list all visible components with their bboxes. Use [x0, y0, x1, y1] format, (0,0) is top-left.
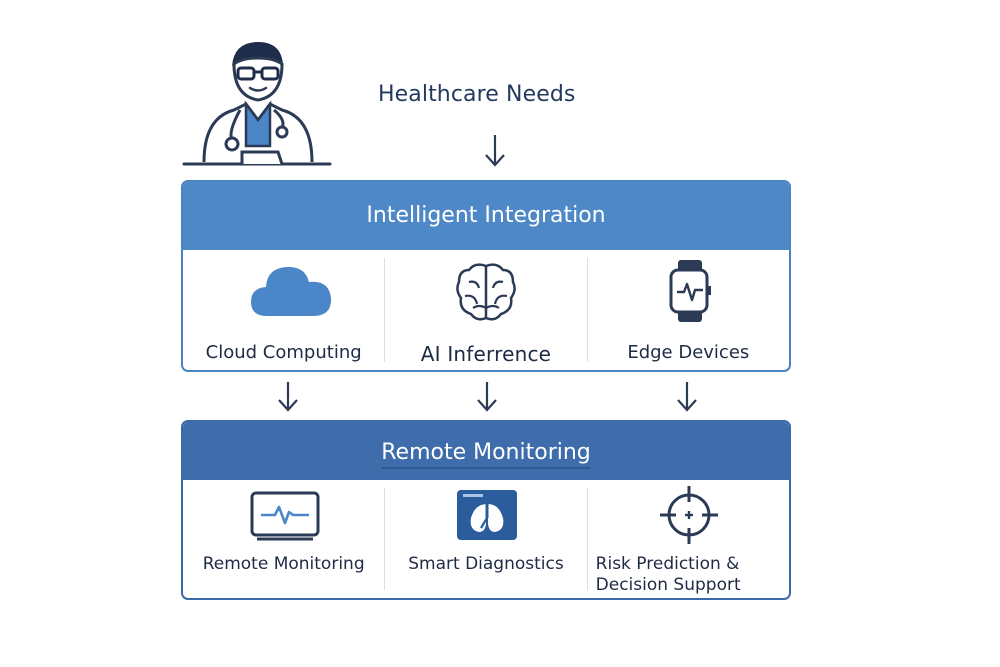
arrow-down-icon — [485, 135, 505, 167]
intelligent-integration-panel: Intelligent Integration Cloud Computing … — [181, 180, 791, 372]
monitoring-header: Remote Monitoring — [183, 422, 789, 480]
arrow-down-icon — [677, 382, 697, 412]
arrow-down-icon — [477, 382, 497, 412]
smart-diagnostics-cell: Smart Diagnostics — [385, 480, 586, 598]
monitoring-cells: Remote Monitoring Smart Diagnostics — [183, 480, 789, 598]
brain-icon — [456, 263, 517, 321]
monitoring-title: Remote Monitoring — [381, 440, 591, 469]
cloud-icon — [251, 266, 332, 316]
divider — [384, 488, 386, 590]
divider — [384, 258, 386, 362]
risk-prediction-label-line2: Decision Support — [595, 575, 741, 595]
lung-diagnostics-icon — [457, 490, 518, 540]
monitor-heartbeat-icon — [250, 491, 320, 541]
risk-prediction-cell: Risk Prediction & Decision Support — [588, 480, 789, 598]
ai-inference-cell: AI Inferrence — [385, 250, 586, 370]
risk-prediction-label: Risk Prediction & Decision Support — [588, 554, 789, 596]
remote-monitoring-label: Remote Monitoring — [202, 554, 365, 574]
healthcare-needs-title: Healthcare Needs — [378, 82, 576, 107]
divider — [586, 258, 588, 362]
doctor-icon — [182, 42, 332, 166]
smart-diagnostics-label: Smart Diagnostics — [408, 554, 564, 574]
integration-header: Intelligent Integration — [183, 182, 789, 250]
remote-monitoring-cell: Remote Monitoring — [183, 480, 384, 598]
smartwatch-icon — [669, 260, 711, 322]
cloud-computing-cell: Cloud Computing — [183, 250, 384, 370]
edge-devices-cell: Edge Devices — [588, 250, 789, 370]
risk-prediction-label-line1: Risk Prediction & — [595, 554, 740, 574]
edge-devices-label: Edge Devices — [627, 342, 750, 363]
remote-monitoring-panel: Remote Monitoring Remote Monitoring Smar… — [181, 420, 791, 600]
integration-title: Intelligent Integration — [366, 203, 606, 228]
cloud-computing-label: Cloud Computing — [205, 342, 362, 363]
divider — [586, 488, 588, 590]
arrow-down-icon — [278, 382, 298, 412]
crosshair-icon — [659, 486, 718, 544]
integration-cells: Cloud Computing AI Inferrence Edge Devic… — [183, 250, 789, 370]
ai-inference-label: AI Inferrence — [420, 342, 552, 366]
